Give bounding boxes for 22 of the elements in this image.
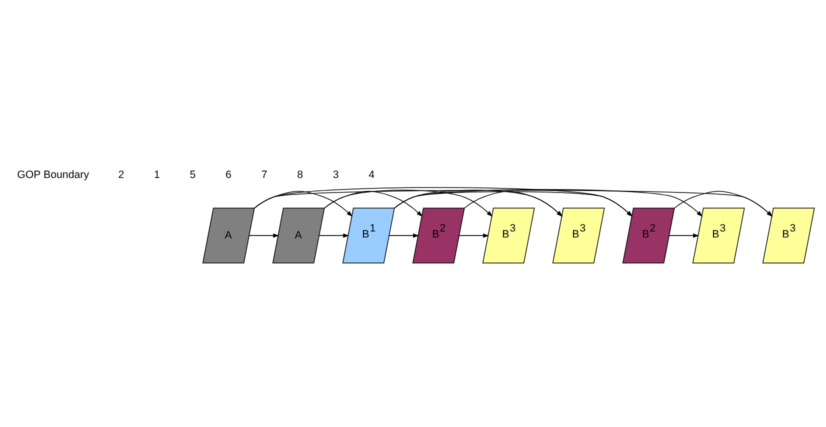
arrow (674, 190, 773, 217)
arrow (464, 190, 563, 217)
label: 6 (226, 168, 232, 181)
label: 3 (332, 168, 339, 181)
arrow (459, 233, 490, 238)
label: 5 (190, 168, 196, 181)
label: 8 (297, 168, 304, 181)
arrow (254, 190, 773, 217)
arrow (254, 190, 353, 217)
arrow (249, 233, 280, 238)
arrow (669, 233, 700, 238)
arrow (324, 190, 493, 217)
label: 4 (368, 168, 375, 181)
label: 2 (118, 168, 124, 181)
arrow (319, 233, 350, 238)
arrow (254, 187, 633, 217)
arrow (394, 190, 563, 217)
label: GOP Boundary (17, 168, 90, 181)
label: 7 (261, 168, 268, 181)
arrow (394, 189, 703, 217)
label: 1 (154, 168, 160, 181)
arrow (389, 233, 420, 238)
